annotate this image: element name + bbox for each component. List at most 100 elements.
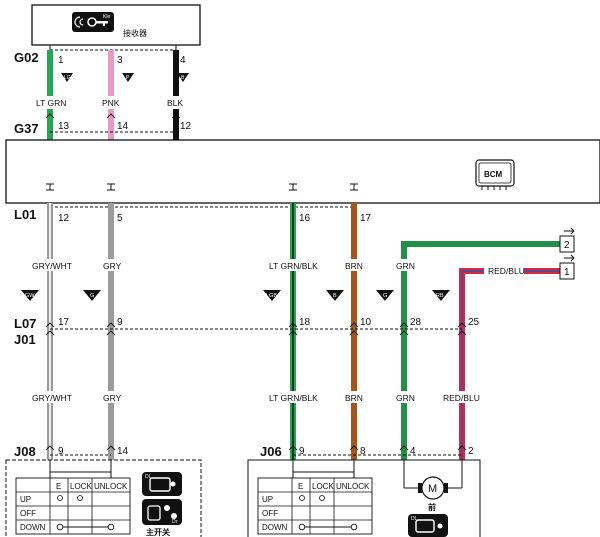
right-switch-row-down: DOWN [262, 523, 288, 532]
right-switch-row-off: OFF [262, 509, 278, 518]
l01-pin-16: 16 [299, 213, 311, 224]
connector-l07: L07 [14, 316, 36, 331]
wire-label-ltgrn: LT GRN [36, 98, 66, 108]
g02-pin-1: 1 [58, 55, 64, 66]
j06-pin-2: 2 [468, 446, 474, 457]
svg-text:P: P [126, 75, 130, 81]
svg-text:GW: GW [25, 293, 35, 299]
wire-label-pnk: PNK [102, 98, 120, 108]
wire-label-grywht-2: GRY/WHT [32, 393, 72, 403]
j06-pin-4: 4 [410, 446, 416, 457]
wire-label-brn-2: BRN [345, 393, 363, 403]
wire-label-gry-1: GRY [103, 261, 122, 271]
svg-text:DL: DL [145, 474, 152, 480]
l07-pin-9: 9 [117, 317, 123, 328]
wire-label-blk: BLK [167, 98, 183, 108]
right-switch-header-lock: LOCK [312, 482, 334, 491]
g37-pin-13: 13 [58, 121, 70, 132]
svg-text:Dr: Dr [172, 519, 178, 525]
bcm-icon [475, 159, 515, 190]
l01-pin-5: 5 [117, 213, 123, 224]
g02-pin-3: 3 [117, 55, 123, 66]
left-switch-table [15, 471, 131, 535]
wire-label-redblu-2: RED/BLU [443, 393, 480, 403]
wire-label-grn-2: GRN [396, 393, 415, 403]
left-switch-header-e: E [56, 482, 61, 491]
window-switch-icon: Dr [142, 499, 182, 525]
j08-pin-9: 9 [58, 446, 64, 457]
right-switch-header-unlock: UNLOCK [336, 482, 370, 491]
l01-pin-12: 12 [58, 213, 70, 224]
connector-g02: G02 [14, 50, 39, 65]
l01-pin-17: 17 [360, 213, 372, 224]
g37-pin-12: 12 [180, 121, 192, 132]
right-switch-header-e: E [298, 482, 303, 491]
svg-text:1: 1 [564, 267, 570, 278]
connector-j01: J01 [14, 332, 36, 347]
receiver-box [31, 4, 201, 46]
g02-pin-4: 4 [180, 55, 186, 66]
svg-text:B: B [181, 75, 185, 81]
marker-gw: GW [21, 290, 39, 301]
wire-label-ltgrnblk-1: LT GRN/BLK [269, 261, 318, 271]
connector-j06: J06 [260, 444, 282, 459]
bcm-pin-symbols [46, 183, 358, 191]
marker-lg: LG [61, 73, 73, 82]
marker-g: G [83, 290, 101, 301]
j08-pin-14: 14 [117, 446, 129, 457]
wire-label-grywht-1: GRY/WHT [32, 261, 72, 271]
svg-text:G: G [90, 293, 94, 299]
left-switch-row-up: UP [20, 495, 31, 504]
door-lock-icon-right: DL [408, 514, 448, 537]
right-switch-row-up: UP [262, 495, 273, 504]
svg-text:LG: LG [64, 75, 71, 81]
bcm-label: BCM [484, 170, 503, 179]
connector-g37: G37 [14, 121, 39, 136]
wire-label-grn-1: GRN [396, 261, 415, 271]
connector-l01: L01 [14, 207, 36, 222]
marker-br: B [326, 290, 344, 301]
left-switch-row-off: OFF [20, 509, 36, 518]
svg-text:G: G [383, 293, 387, 299]
l07-pin-10: 10 [360, 317, 372, 328]
g37-pin-14: 14 [117, 121, 129, 132]
marker-rb: RB [432, 290, 450, 301]
svg-text:Kle: Kle [103, 14, 110, 20]
receiver-key-icon: Kle [72, 12, 114, 32]
left-switch-row-down: DOWN [20, 523, 46, 532]
wire-label-redblu-1: RED/BLU [488, 266, 525, 276]
wire-grn [401, 241, 560, 460]
svg-text:B: B [333, 293, 337, 299]
l07-pin-25: 25 [468, 317, 480, 328]
connector-j08: J08 [14, 444, 36, 459]
marker-g2: G [376, 290, 394, 301]
l07-pin-28: 28 [410, 317, 422, 328]
svg-text:DL: DL [411, 516, 418, 522]
svg-text:RB: RB [436, 293, 444, 299]
wire-label-gry-2: GRY [103, 393, 122, 403]
l07-pin-17: 17 [58, 317, 70, 328]
door-lock-icon-left: DL [142, 472, 182, 496]
svg-text:2: 2 [564, 240, 570, 251]
receiver-label: 接收器 [123, 28, 147, 38]
main-switch-caption: 主开关 [146, 527, 170, 537]
marker-b: B [177, 73, 189, 82]
left-switch-header-unlock: UNLOCK [94, 482, 128, 491]
left-switch-header-lock: LOCK [70, 482, 92, 491]
motor-label: M [428, 483, 437, 495]
wire-label-ltgrnblk-2: LT GRN/BLK [269, 393, 318, 403]
right-switch-table [257, 471, 373, 535]
offpage-connector-1: 1 [559, 254, 575, 280]
lock-motor-symbol [403, 460, 463, 500]
left-switch-module [5, 459, 202, 537]
wire-redblu [459, 268, 560, 460]
svg-text:LGB: LGB [266, 293, 277, 299]
right-switch-module [247, 459, 481, 537]
offpage-connector-2: 2 [559, 227, 575, 253]
marker-lgb: LGB [263, 290, 281, 301]
front-label: 前 [428, 502, 436, 512]
j06-pin-9: 9 [299, 446, 305, 457]
marker-p: P [122, 73, 134, 82]
wire-label-brn-1: BRN [345, 261, 363, 271]
